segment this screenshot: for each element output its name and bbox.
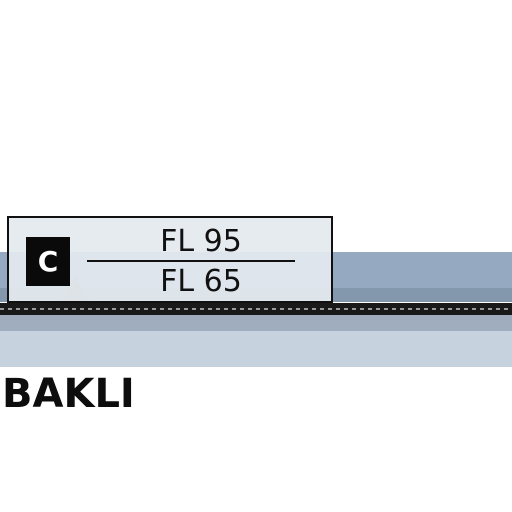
airspace-class-badge: C <box>26 237 70 286</box>
waypoint-name-label: BAKLI <box>2 371 135 417</box>
airspace-label-box[interactable]: C FL 95 FL 65 <box>7 216 333 303</box>
airspace-lower-edge <box>0 315 512 331</box>
lower-limit-label: FL 65 <box>160 264 242 299</box>
airspace-lower-fill <box>0 331 512 367</box>
airway-route-dash <box>0 308 512 310</box>
upper-limit-label: FL 95 <box>160 224 242 259</box>
limit-divider <box>87 260 295 262</box>
